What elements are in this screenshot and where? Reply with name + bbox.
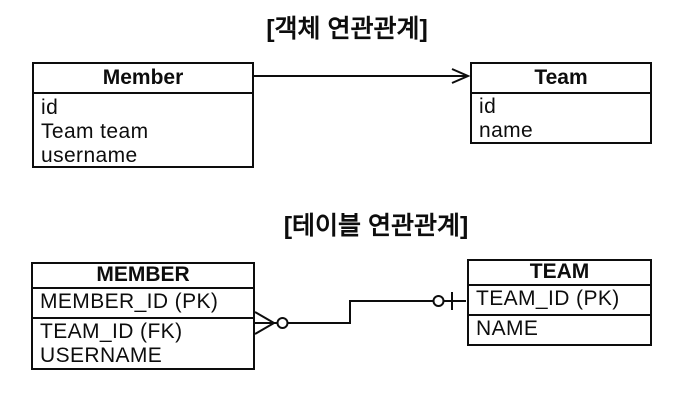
member-field-team: Team team — [41, 120, 149, 143]
optional-circle-icon-member-side — [276, 317, 289, 329]
team-field-id: id — [479, 95, 497, 118]
team-table-pk-row: TEAM_ID (PK) — [469, 286, 650, 316]
object-diagram-title: [객체 연관관계] — [266, 15, 428, 43]
team-class-fields: id name — [472, 94, 650, 143]
member-class-fields: id Team team username — [34, 94, 252, 168]
member-table-fk-row: TEAM_ID (FK) — [40, 320, 183, 343]
member-table-fields: TEAM_ID (FK) USERNAME — [33, 319, 253, 368]
many-cardinality-icon — [254, 311, 277, 335]
team-table-name-row: NAME — [476, 317, 539, 340]
member-field-id: id — [41, 96, 59, 119]
member-table-username-row: USERNAME — [40, 344, 163, 367]
member-table-pk-row: MEMBER_ID (PK) — [33, 289, 253, 319]
member-class-box: Member id Team team username — [32, 62, 254, 168]
optional-circle-icon-team-side — [432, 295, 445, 307]
relationship-line — [288, 300, 433, 324]
member-table-box: MEMBER MEMBER_ID (PK) TEAM_ID (FK) USERN… — [31, 262, 255, 370]
association-arrow — [254, 68, 471, 84]
team-field-name: name — [479, 119, 534, 142]
table-relationship-connector — [254, 292, 466, 335]
table-diagram-title: [테이블 연관관계] — [283, 212, 469, 240]
team-table-fields: NAME — [469, 316, 650, 342]
team-class-box: Team id name — [470, 62, 652, 144]
team-table-title: TEAM — [469, 261, 650, 286]
member-field-username: username — [41, 144, 138, 167]
team-class-title: Team — [472, 64, 650, 94]
arrowhead-icon — [451, 68, 471, 84]
member-class-title: Member — [34, 64, 252, 94]
team-table-box: TEAM TEAM_ID (PK) NAME — [467, 259, 652, 346]
member-table-title: MEMBER — [33, 264, 253, 289]
